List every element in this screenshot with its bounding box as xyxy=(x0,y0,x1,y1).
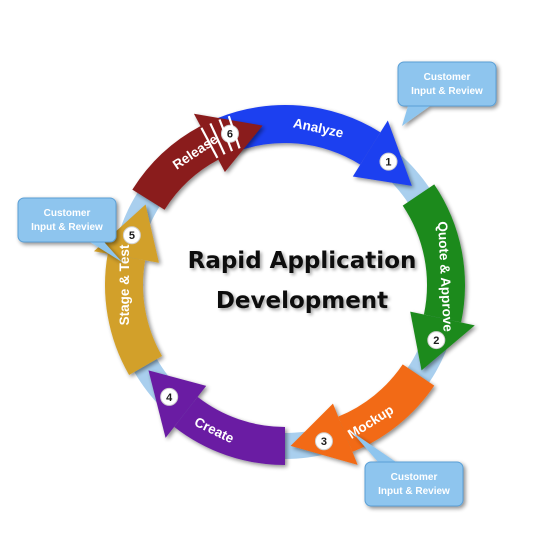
feedback-bubble-2-line2: Input & Review xyxy=(31,222,103,233)
feedback-bubble-3-line2: Input & Review xyxy=(378,486,450,497)
step-5-label: Stage & Test xyxy=(117,244,132,325)
step-3-number: 3 xyxy=(321,436,327,448)
step-2-body xyxy=(402,184,465,323)
step-1-body xyxy=(217,105,381,165)
title-line-2: Development xyxy=(216,288,388,314)
step-5-number: 5 xyxy=(129,230,135,242)
step-5-body xyxy=(104,253,163,375)
step-4-body xyxy=(174,396,285,465)
step-6-number: 6 xyxy=(227,129,233,141)
step-3-number-badge xyxy=(314,432,333,451)
step-3-body xyxy=(338,364,435,452)
feedback-bubble-1-line1: Customer xyxy=(424,72,471,83)
step-2-number-badge xyxy=(427,331,446,350)
step-2-label: Quote & Approve xyxy=(435,221,456,333)
title-line-1: Rapid Application xyxy=(188,248,417,274)
step-1-number: 1 xyxy=(385,157,391,169)
step-1-number-badge xyxy=(379,152,398,171)
step-2-number: 2 xyxy=(433,335,439,347)
step-5-number-badge xyxy=(122,226,141,245)
feedback-bubble-1-line2: Input & Review xyxy=(411,86,483,97)
feedback-bubble-3-line1: Customer xyxy=(391,472,438,483)
center-title: Rapid Application Development xyxy=(188,248,417,314)
release-stripes xyxy=(200,115,241,159)
step-6-body xyxy=(132,126,219,210)
step-2-segment: Quote & Approve 2 xyxy=(402,184,475,371)
step-1-arrowhead xyxy=(352,120,412,186)
step-4-number: 4 xyxy=(166,392,173,404)
step-4-number-badge xyxy=(160,387,179,406)
step-4-arrowhead xyxy=(148,370,207,438)
feedback-bubble-2-line1: Customer xyxy=(44,208,91,219)
step-5-segment: Stage & Test 5 xyxy=(93,204,163,375)
